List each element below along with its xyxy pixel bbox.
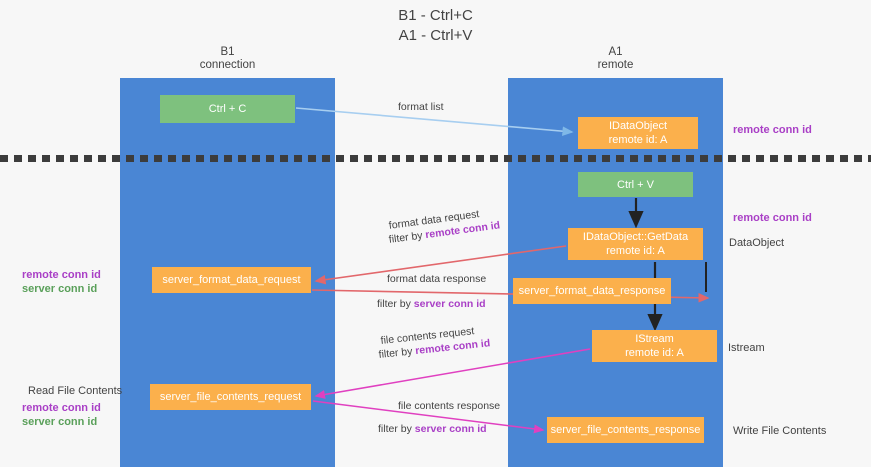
filter-prefix: filter by xyxy=(378,345,416,361)
filter-prefix: filter by xyxy=(378,423,415,435)
node-server-format-data-request[interactable]: server_format_data_request xyxy=(152,267,311,293)
node-idataobject[interactable]: IDataObject remote id: A xyxy=(578,117,698,149)
annotation-write-file-contents: Write File Contents xyxy=(733,425,827,437)
annotation-remote-conn-id: remote conn id xyxy=(22,402,101,414)
node-server-format-data-response[interactable]: server_format_data_response xyxy=(513,278,671,304)
filter-prefix: filter by xyxy=(377,298,414,310)
node-idataobject-getdata[interactable]: IDataObject::GetData remote id: A xyxy=(568,228,703,260)
page-title: B1 - Ctrl+C A1 - Ctrl+V xyxy=(398,7,473,44)
node-server-file-contents-request[interactable]: server_file_contents_request xyxy=(150,384,311,410)
phase-divider xyxy=(0,155,871,162)
annotation-left-conn-ids-bottom: remote conn id server conn id xyxy=(22,401,101,429)
swimlane-header-b1: B1 connection xyxy=(199,46,256,71)
annotation-remote-conn-id: remote conn id xyxy=(22,269,101,281)
filter-key-server-conn-id: server conn id xyxy=(414,423,487,435)
filter-prefix: filter by xyxy=(388,229,427,246)
annotation-left-conn-ids-top: remote conn id server conn id xyxy=(22,268,101,296)
node-ctrl-v[interactable]: Ctrl + V xyxy=(578,172,693,197)
filter-key-server-conn-id: server conn id xyxy=(413,298,486,310)
edge-label-file-contents-response: file contents response xyxy=(398,400,501,412)
annotation-dataobject: DataObject xyxy=(729,237,785,249)
node-server-file-contents-response[interactable]: server_file_contents_response xyxy=(547,417,704,443)
edge-label-format-data-response: format data response xyxy=(387,273,487,285)
annotation-istream: Istream xyxy=(728,342,765,354)
edge-label-format-list: format list xyxy=(398,101,444,113)
annotation-read-file-contents: Read File Contents xyxy=(28,385,123,397)
annotation-server-conn-id: server conn id xyxy=(22,416,98,428)
swimlane-header-a1: A1 remote xyxy=(597,46,634,71)
annotation-server-conn-id: server conn id xyxy=(22,283,98,295)
edge-label-format-data-response-filter: filter by server conn id xyxy=(377,297,486,311)
annotation-remote-conn-id-mid: remote conn id xyxy=(733,212,812,224)
annotation-remote-conn-id-top: remote conn id xyxy=(733,124,812,136)
edge-label-file-contents-response-filter: filter by server conn id xyxy=(378,422,487,436)
node-ctrl-c[interactable]: Ctrl + C xyxy=(160,95,295,123)
node-istream[interactable]: IStream remote id: A xyxy=(592,330,717,362)
